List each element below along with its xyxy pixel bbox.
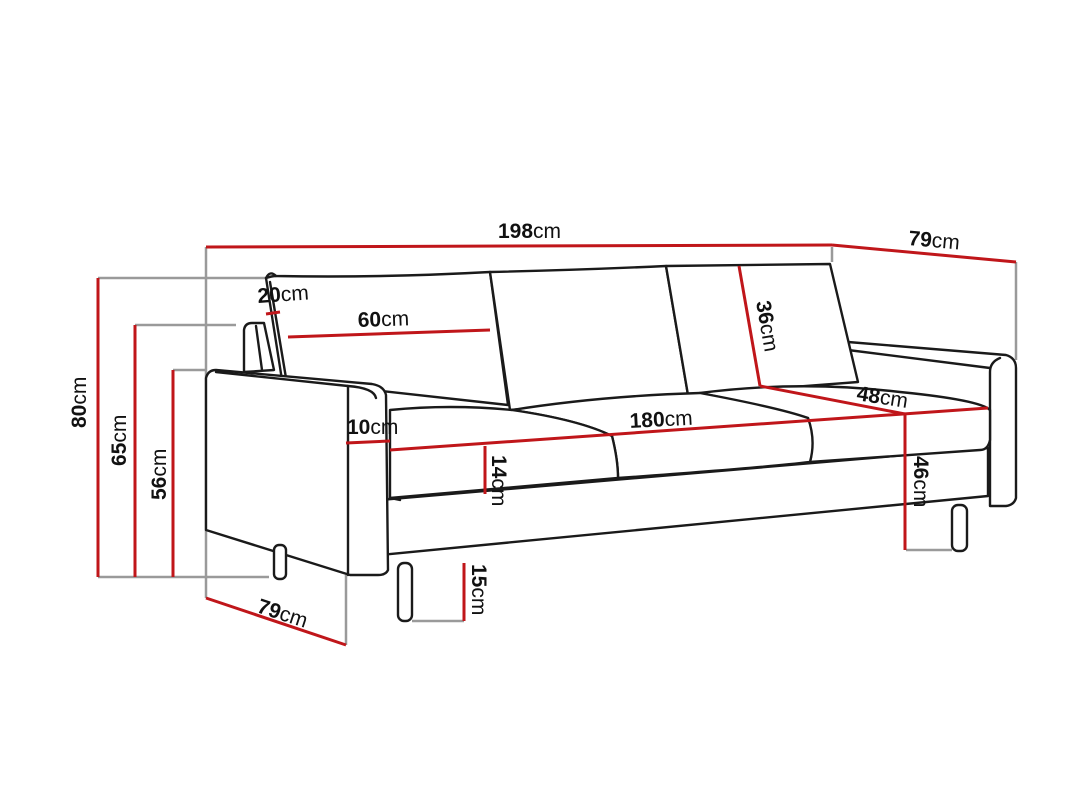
label-armrest-width: 10cm — [347, 416, 398, 439]
label-total-width: 198cm — [498, 220, 561, 243]
dimension-lines — [96, 243, 1017, 647]
label-armrest-height: 56cm — [148, 449, 171, 500]
back-cushion-right — [664, 262, 860, 397]
right-armrest — [846, 340, 1018, 508]
label-total-depth-top: 79cm — [908, 227, 961, 254]
seat-cushion-left — [388, 405, 620, 500]
back-cushion-left — [264, 270, 510, 407]
middle-front-leg — [396, 561, 414, 623]
left-front-leg — [272, 543, 288, 581]
label-seat-width: 180cm — [629, 407, 693, 433]
label-total-depth-bottom: 79cm — [254, 595, 310, 633]
label-seat-depth: 48cm — [855, 382, 909, 413]
label-back-cushion-height: 36cm — [751, 299, 783, 354]
left-front-armrest — [204, 368, 390, 577]
label-total-height: 80cm — [68, 377, 91, 428]
sofa-drawing — [204, 262, 1018, 623]
label-seat-height: 46cm — [909, 456, 932, 507]
label-back-cushion-width: 60cm — [357, 307, 409, 332]
label-leg-height: 15cm — [467, 564, 490, 615]
label-backrest-height: 65cm — [108, 415, 131, 466]
right-rear-leg — [950, 503, 969, 553]
label-back-cushion-thickness: 20cm — [257, 281, 310, 308]
back-cushion-middle — [488, 264, 690, 412]
label-seat-cushion-thickness: 14cm — [487, 455, 510, 506]
dimension-labels: 198cm 79cm 20cm 60cm 36cm 48cm 180cm 10c… — [68, 220, 961, 633]
